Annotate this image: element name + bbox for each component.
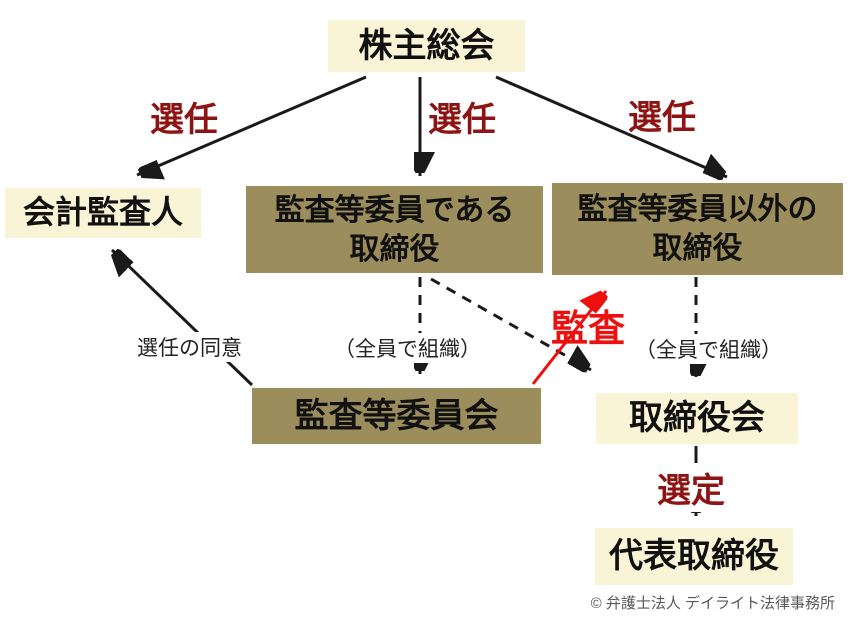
label-appointment-right: 選任 <box>628 99 696 137</box>
label-organized-by-all-left: （全員で組織） <box>331 333 484 363</box>
node-audit-committee: 監査等委員会 <box>252 388 541 444</box>
label-appointment-left: 選任 <box>150 101 218 139</box>
arrow-appointment-consent <box>112 250 254 387</box>
node-accounting-auditor: 会計監査人 <box>5 188 201 238</box>
arrow-appoint-other-directors <box>495 75 727 177</box>
label-appointment-consent: 選任の同意 <box>134 332 245 362</box>
node-board-of-directors: 取締役会 <box>596 393 798 444</box>
node-audit-committee-member-directors: 監査等委員である 取締役 <box>246 186 543 273</box>
label-selection: 選定 <box>653 463 729 512</box>
label-organized-by-all-right: （全員で組織） <box>632 334 785 364</box>
node-shareholders-meeting: 株主総会 <box>328 20 525 72</box>
node-non-audit-committee-directors: 監査等委員以外の 取締役 <box>552 183 843 275</box>
arrow-committee-directors-to-board <box>430 277 591 370</box>
arrow-appoint-accounting-auditor <box>136 75 367 175</box>
arrow-audit-red <box>531 291 606 385</box>
copyright-text: © 弁護士法人 デイライト法律事務所 <box>590 595 835 612</box>
label-audit: 監査 <box>551 308 625 349</box>
label-appointment-center: 選任 <box>428 101 496 139</box>
node-representative-director: 代表取締役 <box>595 528 793 585</box>
